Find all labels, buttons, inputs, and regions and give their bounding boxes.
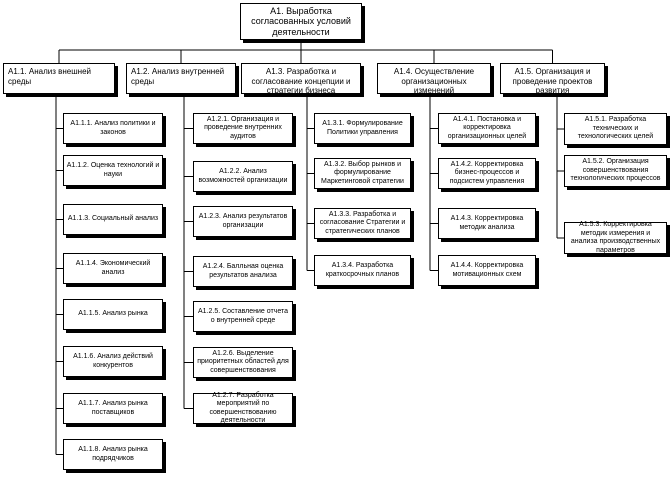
child-node-5-3-label: А1.5.3. Корректировка методик измерения … [570, 221, 661, 254]
child-node-5-1-label: А1.5.1. Разработка технических и техноло… [577, 116, 654, 141]
child-node-1-3-label: А1.1.3. Социальный анализ [67, 215, 159, 223]
child-node-1-2: А1.1.2. Оценка технологий и науки [63, 155, 163, 186]
child-node-3-2-label: А1.3.2. Выбор рынков и формулирование Ма… [321, 160, 404, 185]
child-node-2-4-label: А1.2.4. Балльная оценка результатов анал… [202, 263, 284, 279]
child-node-5-2: А1.5.2. Организация совершенствования те… [564, 155, 667, 187]
child-node-1-8: А1.1.8. Анализ рынка подрядчиков [63, 439, 163, 470]
child-node-1-5: А1.1.5. Анализ рынка [63, 299, 163, 330]
child-node-1-8-label: А1.1.8. Анализ рынка подрядчиков [78, 446, 148, 462]
child-node-5-3: А1.5.3. Корректировка методик измерения … [564, 221, 667, 254]
child-node-4-4: А1.4.4. Корректировка мотивационных схем [438, 255, 536, 286]
branch-node-4-label: А1.4. Осуществление организационных изме… [393, 67, 475, 95]
child-node-1-3: А1.1.3. Социальный анализ [63, 204, 163, 235]
child-node-1-4-label: А1.1.4. Экономический анализ [75, 260, 151, 276]
child-node-4-1: А1.4.1. Постановка и корректировка орган… [438, 113, 536, 144]
child-node-1-7: А1.1.7. Анализ рынка поставщиков [63, 393, 163, 424]
child-node-4-2-label: А1.4.2. Корректировка бизнес-процессов и… [449, 160, 525, 185]
child-node-1-4: А1.1.4. Экономический анализ [63, 253, 163, 284]
branch-node-2: А1.2. Анализ внутренней среды [126, 63, 236, 94]
child-node-2-2: А1.2.2. Анализ возможностей организации [193, 161, 293, 192]
child-node-1-1-label: А1.1.1. Анализ политики и законов [70, 120, 156, 136]
child-node-5-1: А1.5.1. Разработка технических и техноло… [564, 113, 667, 145]
branch-node-3: А1.3. Разработка и согласование концепци… [241, 63, 361, 95]
branch-node-5-label: А1.5. Организация и проведение проектов … [512, 67, 593, 95]
child-node-2-6-label: А1.2.6. Выделение приоритетных областей … [197, 349, 289, 374]
child-node-1-2-label: А1.1.2. Оценка технологий и науки [66, 162, 160, 178]
child-node-2-1-label: А1.2.1. Организация и проведение внутрен… [204, 115, 282, 140]
child-node-1-7-label: А1.1.7. Анализ рынка поставщиков [78, 400, 148, 416]
child-node-1-5-label: А1.1.5. Анализ рынка [78, 310, 148, 318]
branch-node-1: А1.1. Анализ внешней среды [3, 63, 115, 94]
child-node-3-2: А1.3.2. Выбор рынков и формулирование Ма… [314, 158, 411, 189]
child-node-3-1: А1.3.1. Формулирование Политики управлен… [314, 113, 411, 144]
child-node-2-1: А1.2.1. Организация и проведение внутрен… [193, 113, 293, 144]
branch-node-4: А1.4. Осуществление организационных изме… [377, 63, 491, 95]
child-node-1-6: А1.1.6. Анализ действий конкурентов [63, 346, 163, 377]
child-node-2-7-label: А1.2.7. Разработка мероприятий по соверш… [209, 391, 277, 425]
child-node-3-1-label: А1.3.1. Формулирование Политики управлен… [322, 120, 403, 136]
child-node-3-3: А1.3.3. Разработка и согласование Страте… [314, 208, 411, 239]
root-node: А1. Выработка согласованных условий деят… [240, 3, 362, 40]
child-node-1-6-label: А1.1.6. Анализ действий конкурентов [73, 353, 153, 369]
child-node-4-4-label: А1.4.4. Корректировка мотивационных схем [450, 262, 524, 278]
child-node-3-4: А1.3.4. Разработка краткосрочных планов [314, 255, 411, 286]
branch-node-3-label: А1.3. Разработка и согласование концепци… [251, 67, 351, 95]
child-node-2-3: А1.2.3. Анализ результатов организации [193, 206, 293, 237]
child-node-2-3-label: А1.2.3. Анализ результатов организации [198, 213, 288, 229]
child-node-2-2-label: А1.2.2. Анализ возможностей организации [198, 168, 288, 184]
child-node-2-7: А1.2.7. Разработка мероприятий по соверш… [193, 391, 293, 425]
root-node-label: А1. Выработка согласованных условий деят… [251, 5, 351, 37]
child-node-2-5-label: А1.2.5. Составление отчета о внутренней … [197, 308, 289, 324]
child-node-2-6: А1.2.6. Выделение приоритетных областей … [193, 347, 293, 378]
branch-node-5: А1.5. Организация и проведение проектов … [500, 63, 605, 95]
child-node-4-3-label: А1.4.3. Корректировка методик анализа [450, 215, 524, 231]
branch-node-1-label: А1.1. Анализ внешней среды [8, 67, 92, 86]
child-node-3-4-label: А1.3.4. Разработка краткосрочных планов [325, 262, 400, 278]
child-node-2-5: А1.2.5. Составление отчета о внутренней … [193, 301, 293, 332]
child-node-4-1-label: А1.4.1. Постановка и корректировка орган… [447, 115, 527, 140]
branch-node-2-label: А1.2. Анализ внутренней среды [131, 67, 225, 86]
child-node-2-4: А1.2.4. Балльная оценка результатов анал… [193, 256, 293, 287]
child-node-5-2-label: А1.5.2. Организация совершенствования те… [570, 158, 661, 183]
child-node-4-3: А1.4.3. Корректировка методик анализа [438, 208, 536, 239]
child-node-4-2: А1.4.2. Корректировка бизнес-процессов и… [438, 158, 536, 189]
child-node-3-3-label: А1.3.3. Разработка и согласование Страте… [319, 210, 406, 235]
child-node-1-1: А1.1.1. Анализ политики и законов [63, 113, 163, 144]
